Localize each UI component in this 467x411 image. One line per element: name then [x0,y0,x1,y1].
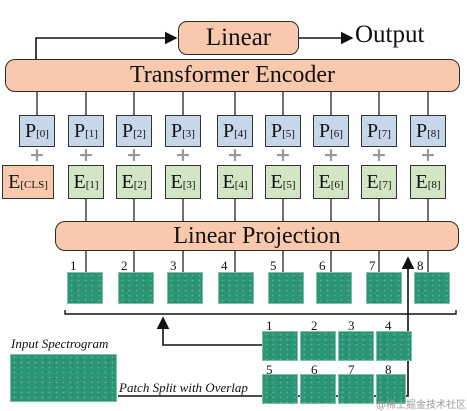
plus-symbol: + [275,144,291,166]
grid-patch-3 [338,331,374,361]
position-embedding-0: P[0] [19,115,55,147]
patch-number: 2 [121,258,128,273]
cls-token-embedding: E[CLS] [2,165,54,199]
plus-symbol: + [227,144,243,166]
sequence-patch-1 [67,272,103,304]
sequence-patch-3 [167,272,203,304]
grid-patch-1 [262,331,298,361]
grid-patch-7 [338,374,374,404]
sequence-patch-2 [118,272,154,304]
sequence-patch-8 [414,272,450,304]
patch-embedding-3: E[3] [165,165,201,199]
patch-number: 8 [385,362,392,377]
patch-number: 3 [170,258,177,273]
input-spectrogram-image [10,354,117,402]
patch-number: 7 [369,258,376,273]
sequence-patch-7 [366,272,402,304]
plus-symbol: + [420,144,436,166]
spectrogram-to-grid-arrow [118,256,415,397]
patch-number: 1 [70,258,77,273]
grid-to-bracket-arrow [156,316,262,346]
grid-patch-8 [376,374,406,404]
position-embedding-5: P[5] [265,115,301,147]
sequence-patch-5 [268,272,304,304]
patch-number: 6 [311,362,318,377]
patch-embedding-2: E[2] [116,165,152,199]
patch-number: 4 [221,258,228,273]
grid-patch-4 [376,331,412,361]
patch-number: 7 [348,362,355,377]
transformer-encoder-box: Transformer Encoder [5,59,460,92]
plus-symbol: + [126,144,142,166]
grid-patch-5 [262,374,298,404]
plus-symbol: + [175,144,191,166]
grid-patch-2 [300,331,336,361]
patch-embedding-5: E[5] [265,165,301,199]
position-embedding-8: P[8] [410,115,446,147]
patch-number: 1 [266,318,273,333]
patch-number: 2 [311,318,318,333]
patch-embedding-8: E[8] [410,165,446,199]
patch-embedding-6: E[6] [313,165,349,199]
patch-bracket [64,310,457,315]
position-embedding-1: P[1] [68,115,104,147]
plus-symbol: + [29,144,45,166]
position-embedding-2: P[2] [116,115,152,147]
patch-split-label: Patch Split with Overlap [119,380,248,395]
plus-symbol: + [371,144,387,166]
watermark: @稀土掘金技术社区 [376,400,466,411]
plus-symbol: + [323,144,339,166]
grid-patch-6 [300,374,336,404]
patch-number: 8 [417,258,424,273]
patch-number: 6 [319,258,326,273]
sequence-patch-6 [316,272,352,304]
patch-number: 3 [348,318,355,333]
patch-number: 5 [270,258,277,273]
sequence-patch-4 [218,272,254,304]
plus-symbol: + [78,144,94,166]
linear-projection-box: Linear Projection [55,221,459,251]
cls-to-linear-arrow [35,31,178,59]
output-label: Output [355,21,425,48]
patch-embedding-4: E[4] [217,165,253,199]
linear-head-box: Linear [178,21,299,55]
patch-number: 5 [266,362,273,377]
input-spectrogram-label: Input Spectrogram [11,336,109,351]
patch-number: 4 [385,318,392,333]
position-embedding-3: P[3] [165,115,201,147]
patch-embedding-7: E[7] [361,165,397,199]
patch-embedding-1: E[1] [68,165,104,199]
position-embedding-6: P[6] [313,115,349,147]
position-embedding-4: P[4] [217,115,253,147]
position-embedding-7: P[7] [361,115,397,147]
